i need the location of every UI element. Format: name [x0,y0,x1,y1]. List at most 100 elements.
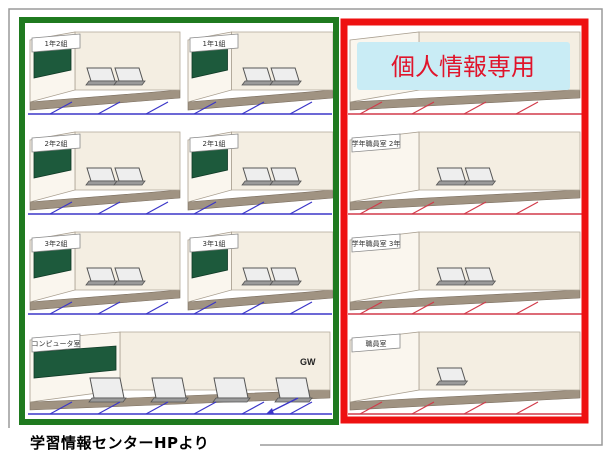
room-sign: 1年2組 [45,39,68,48]
pc-base [241,80,274,86]
student-drop-cable [97,401,121,415]
room-sign-group: 2年2組 [31,133,81,153]
pc-monitor [270,167,300,182]
student-network-frame [19,17,339,425]
room-sign-plate [351,233,401,253]
room-sign-group: コンピュータ室 [31,333,81,353]
pc-base [150,397,189,403]
room-sign-plate [189,33,239,53]
student-drop-cable [49,301,73,315]
student-drop-cable [289,401,313,415]
pc-monitor [114,267,144,282]
private-drop-cable [359,201,383,215]
room-sign-plate [189,133,239,153]
pc-monitor [151,377,187,399]
private-drop-cable [359,101,383,115]
gateway-label: GW [300,357,316,367]
student-drop-cable [193,101,217,115]
room-sign: コンピュータ室 [32,339,81,348]
pc-base [85,280,118,286]
floor-1: 1年2組 1年1組 [24,22,584,120]
pc-monitor [464,267,495,282]
student-drop-cable [193,301,217,315]
callout-label: 個人情報専用 [391,53,535,81]
room-sign-group: 3年1組 [189,233,239,253]
caption-box: 学習情報センターHPより [8,428,260,456]
pc-base [85,80,118,86]
private-drop-cable [411,101,435,115]
room-sign-plate [351,133,401,153]
room-sign-group: 1年1組 [189,33,239,53]
pc-monitor [86,67,116,82]
private-network-frame [340,18,589,424]
room-sign-group: 2年1組 [189,133,239,153]
pc-base [113,180,146,186]
callout-background [357,42,570,90]
private-drop-cable [411,401,435,415]
student-drop-cable [145,301,169,315]
private-drop-cable [515,201,539,215]
room-sign: 職員室 [366,339,387,348]
pc-base [435,380,469,386]
pc-base [241,280,274,286]
room-sign: 2年1組 [203,139,226,148]
private-drop-cable [411,301,435,315]
room-sign: 学年職員室 3年 [352,239,401,248]
floor-3: 3年2組 3年1組 学年職員室 3年 [24,222,584,320]
private-use-callout: 個人情報専用 [357,42,570,90]
student-drop-cable [241,201,265,215]
pc-base [269,80,302,86]
private-drop-cable [463,401,487,415]
pc-monitor [213,377,249,399]
pc-base [435,280,469,286]
student-drop-cable [49,401,73,415]
room-sign: 2年2組 [45,139,68,148]
floor-4: コンピュータ室 職員室 [24,322,584,420]
pc-base [463,280,497,286]
room-sign: 3年1組 [203,239,226,248]
pc-monitor [436,267,467,282]
pc-monitor [270,267,300,282]
pc-monitor [464,167,495,182]
pc-monitor [242,67,272,82]
student-drop-cable [241,401,265,415]
private-drop-cable [515,101,539,115]
student-drop-cable [49,101,73,115]
room-sign-group: 3年2組 [31,233,81,253]
student-drop-cable [49,201,73,215]
room-sign-plate [31,333,81,353]
pc-base [113,280,146,286]
room-floor [349,389,581,411]
floors-layer: 1年2組 1年1組 2年2組 2年1組 学年職員室 2年 3年2組 3年1組 学年職員室 3年… [24,22,584,420]
pc-base [269,180,302,186]
room-sign-group: 職員室 [351,333,401,353]
room-sign: 1年1組 [203,39,226,48]
student-drop-cable [289,201,313,215]
pc-base [241,180,274,186]
gateway-arrowhead [266,408,274,414]
student-drop-cable [97,201,121,215]
pc-base [88,397,127,403]
pc-monitor [114,67,144,82]
student-drop-cable [193,201,217,215]
pc-base [463,180,497,186]
room-sign-plate [31,133,81,153]
room-sign-group: 学年職員室 2年 [351,133,401,153]
pc-monitor [275,377,311,399]
student-drop-cable [97,101,121,115]
chalkboard [33,345,117,379]
room-floor [349,89,581,111]
pc-monitor [270,67,300,82]
pc-base [435,180,469,186]
pc-monitor [114,167,144,182]
pc-base [113,80,146,86]
student-drop-cable [97,301,121,315]
private-drop-cable [515,401,539,415]
pc-base [269,280,302,286]
student-drop-cable [193,401,217,415]
room-sign-plate [189,233,239,253]
pc-base [212,397,251,403]
pc-base [85,180,118,186]
pc-monitor [86,167,116,182]
